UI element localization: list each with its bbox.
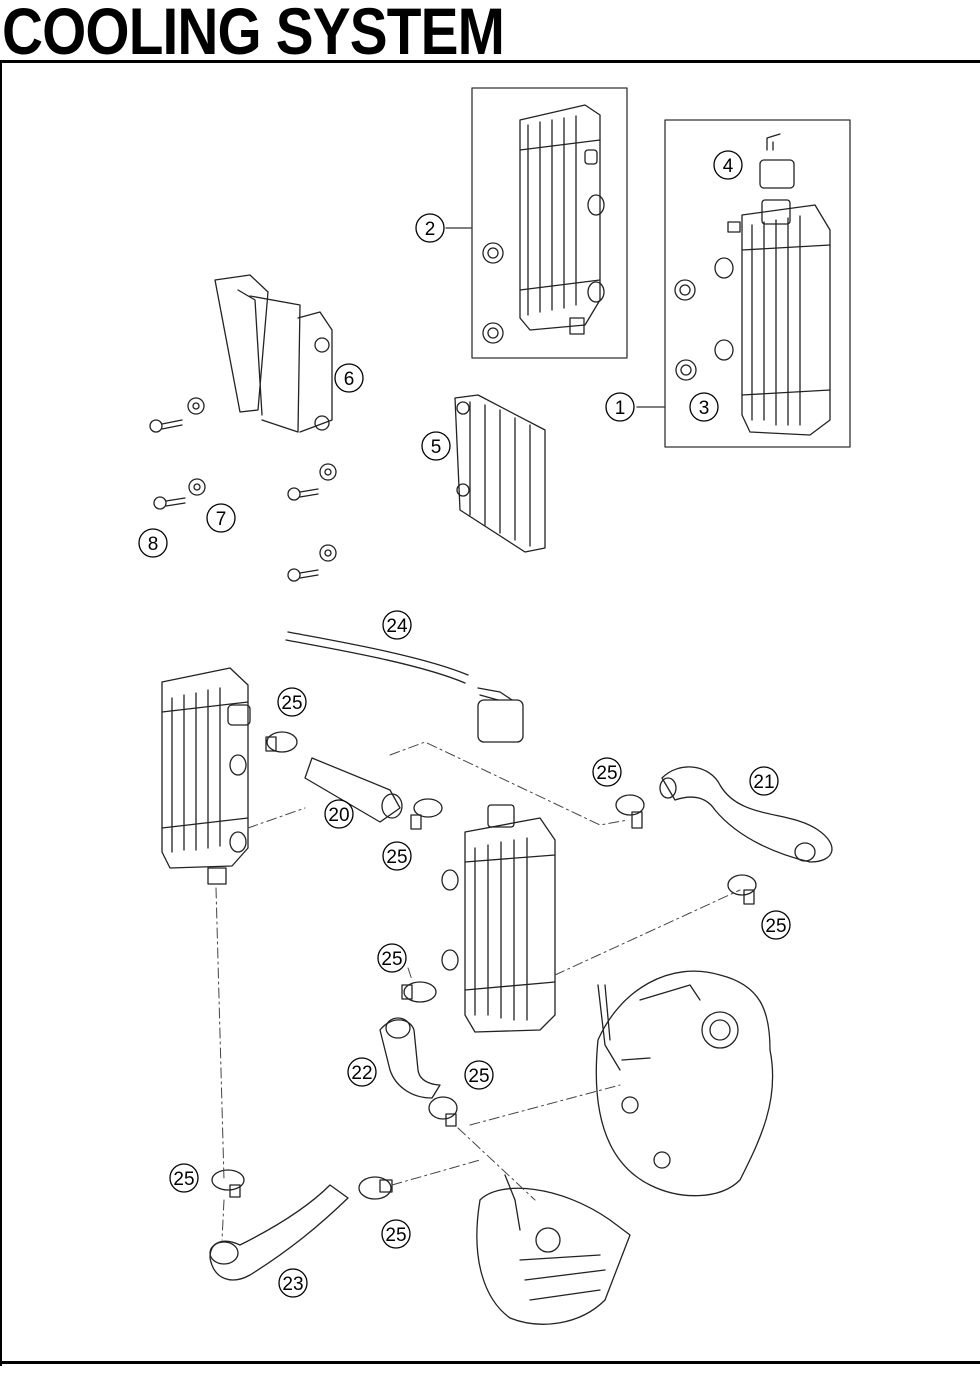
grommet-pair-left: [482, 242, 504, 344]
svg-text:2: 2: [425, 219, 436, 240]
svg-text:25: 25: [173, 1169, 194, 1190]
callout-22: 22: [347, 1057, 377, 1087]
frame-left-border: [0, 60, 2, 1366]
svg-text:25: 25: [381, 949, 402, 970]
callout-3: 3: [689, 392, 719, 422]
radiator-left-drawing: [519, 104, 605, 335]
callouts: 1 2 3 4 5 6 7 8 20 21 22 23 24 25 25 25 …: [138, 150, 791, 1298]
callout-25f: 25: [464, 1060, 494, 1090]
radiator-right-kit-box: [664, 119, 851, 448]
radiator-guard-drawing: [214, 274, 333, 433]
svg-text:20: 20: [328, 805, 349, 826]
svg-text:24: 24: [386, 616, 408, 637]
hose-22-drawing: [379, 1017, 441, 1099]
callout-2: 2: [415, 213, 445, 243]
hose-23-drawing: [209, 1184, 349, 1281]
callout-20: 20: [324, 799, 354, 829]
callout-25h: 25: [381, 1219, 411, 1249]
radiator-left-assembled: [161, 667, 251, 885]
svg-text:25: 25: [468, 1066, 489, 1087]
hose-20-drawing: [304, 757, 403, 823]
svg-text:21: 21: [753, 772, 774, 793]
page-title: COOLING SYSTEM: [2, 0, 505, 68]
callout-25a: 25: [277, 687, 307, 717]
frame-bottom-border: [0, 1361, 980, 1364]
grommet-pair-right: [674, 279, 697, 381]
svg-text:25: 25: [386, 847, 407, 868]
svg-text:7: 7: [216, 509, 227, 530]
svg-text:25: 25: [596, 763, 617, 784]
bolts-and-bushings: [149, 397, 337, 582]
callout-25b: 25: [382, 841, 412, 871]
callout-25d: 25: [761, 910, 791, 940]
callout-21: 21: [749, 766, 779, 796]
svg-text:3: 3: [699, 398, 710, 419]
engine-case-drawing: [595, 970, 774, 1197]
cylinder-head-drawing: [476, 1174, 631, 1325]
radiator-guard-right-drawing: [454, 394, 546, 553]
svg-text:1: 1: [615, 398, 626, 419]
svg-text:23: 23: [282, 1274, 303, 1295]
title-rule: [0, 60, 980, 63]
callout-24: 24: [382, 610, 412, 640]
svg-text:8: 8: [148, 534, 159, 555]
callout-7: 7: [206, 503, 236, 533]
callout-4: 4: [713, 150, 743, 180]
radiator-right-drawing: [714, 199, 831, 436]
callout-8: 8: [138, 528, 168, 558]
svg-text:6: 6: [344, 369, 355, 390]
callout-5: 5: [421, 431, 451, 461]
callout-25g: 25: [169, 1163, 199, 1193]
hose-21-drawing: [659, 766, 833, 863]
svg-text:22: 22: [351, 1063, 372, 1084]
callout-25c: 25: [592, 757, 622, 787]
radiator-cap-drawing: [759, 133, 795, 189]
callout-6: 6: [334, 363, 364, 393]
svg-text:25: 25: [765, 916, 786, 937]
svg-text:5: 5: [431, 437, 442, 458]
radiator-left-kit-box: [471, 87, 628, 359]
svg-text:25: 25: [385, 1225, 406, 1246]
callout-25e: 25: [377, 943, 407, 973]
assembly-leader-lines: [215, 741, 741, 1241]
callout-23: 23: [278, 1268, 308, 1298]
radiator-right-assembled: [441, 804, 556, 1033]
svg-text:25: 25: [281, 693, 302, 714]
overflow-hose-drawing: [285, 631, 524, 743]
callout-1: 1: [605, 392, 635, 422]
svg-text:4: 4: [723, 156, 734, 177]
hose-clamps: [211, 731, 757, 1200]
